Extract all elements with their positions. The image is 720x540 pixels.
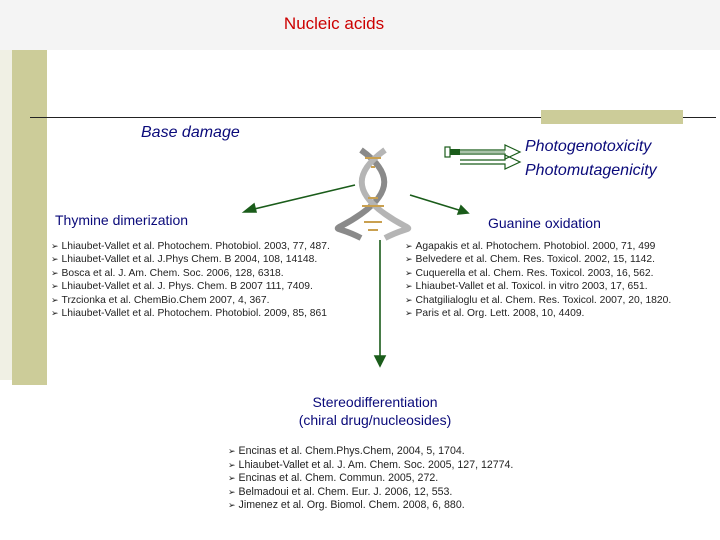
corner-accent-box	[541, 110, 683, 124]
arrow-left	[249, 184, 356, 211]
photomutagenicity-heading: Photomutagenicity	[525, 162, 657, 179]
divider-line	[30, 117, 716, 118]
dna-helix-icon	[334, 147, 412, 241]
double-arrow-icon	[444, 144, 522, 170]
list-item: Lhiaubet-Vallet et al. J. Phys. Chem. B …	[51, 280, 330, 293]
list-item: Lhiaubet-Vallet et al. Photochem. Photob…	[51, 240, 330, 253]
list-item: Encinas et al. Chem.Phys.Chem, 2004, 5, …	[228, 445, 513, 459]
side-bar-light	[0, 50, 12, 380]
list-item: Agapakis et al. Photochem. Photobiol. 20…	[405, 240, 671, 253]
list-item: Belvedere et al. Chem. Res. Toxicol. 200…	[405, 253, 671, 266]
header-band	[0, 0, 720, 50]
list-item: Chatgilialoglu et al. Chem. Res. Toxicol…	[405, 294, 672, 307]
stereodifferentiation-label: Stereodifferentiation (chiral drug/nucle…	[270, 393, 480, 429]
list-item: Cuquerella et al. Chem. Res. Toxicol. 20…	[405, 267, 671, 280]
photogenotoxicity-heading: Photogenotoxicity	[525, 138, 652, 155]
list-item: Trzcionka et al. ChemBio.Chem 2007, 4, 3…	[51, 294, 330, 307]
list-item: Paris et al. Org. Lett. 2008, 10, 4409.	[405, 307, 671, 320]
arrow-right	[409, 194, 463, 212]
stereodifferentiation-reference-list: Encinas et al. Chem.Phys.Chem, 2004, 5, …	[228, 445, 514, 513]
page-title: Nucleic acids	[283, 14, 385, 33]
list-item: Jimenez et al. Org. Biomol. Chem. 2008, …	[228, 499, 513, 513]
stereodifferentiation-line2: (chiral drug/nucleosides)	[298, 412, 452, 428]
guanine-reference-list: Agapakis et al. Photochem. Photobiol. 20…	[405, 240, 672, 320]
thymine-dimerization-label: Thymine dimerization	[55, 212, 189, 228]
list-item: Belmadoui et al. Chem. Eur. J. 2006, 12,…	[228, 486, 513, 500]
stereodifferentiation-line1: Stereodifferentiation	[312, 394, 438, 410]
list-item: Lhiaubet-Vallet et al. J.Phys Chem. B 20…	[51, 253, 330, 266]
thymine-reference-list: Lhiaubet-Vallet et al. Photochem. Photob…	[51, 240, 330, 320]
list-item: Encinas et al. Chem. Commun. 2005, 272.	[228, 472, 513, 486]
list-item: Lhiaubet-Vallet et al. Photochem. Photob…	[51, 307, 330, 320]
list-item: Lhiaubet-Vallet et al. J. Am. Chem. Soc.…	[228, 459, 514, 473]
list-item: Lhiaubet-Vallet et al. Toxicol. in vitro…	[405, 280, 671, 293]
base-damage-heading: Base damage	[141, 124, 240, 141]
side-accent-bar	[12, 50, 47, 385]
list-item: Bosca et al. J. Am. Chem. Soc. 2006, 128…	[51, 267, 330, 280]
guanine-oxidation-label: Guanine oxidation	[488, 215, 601, 231]
